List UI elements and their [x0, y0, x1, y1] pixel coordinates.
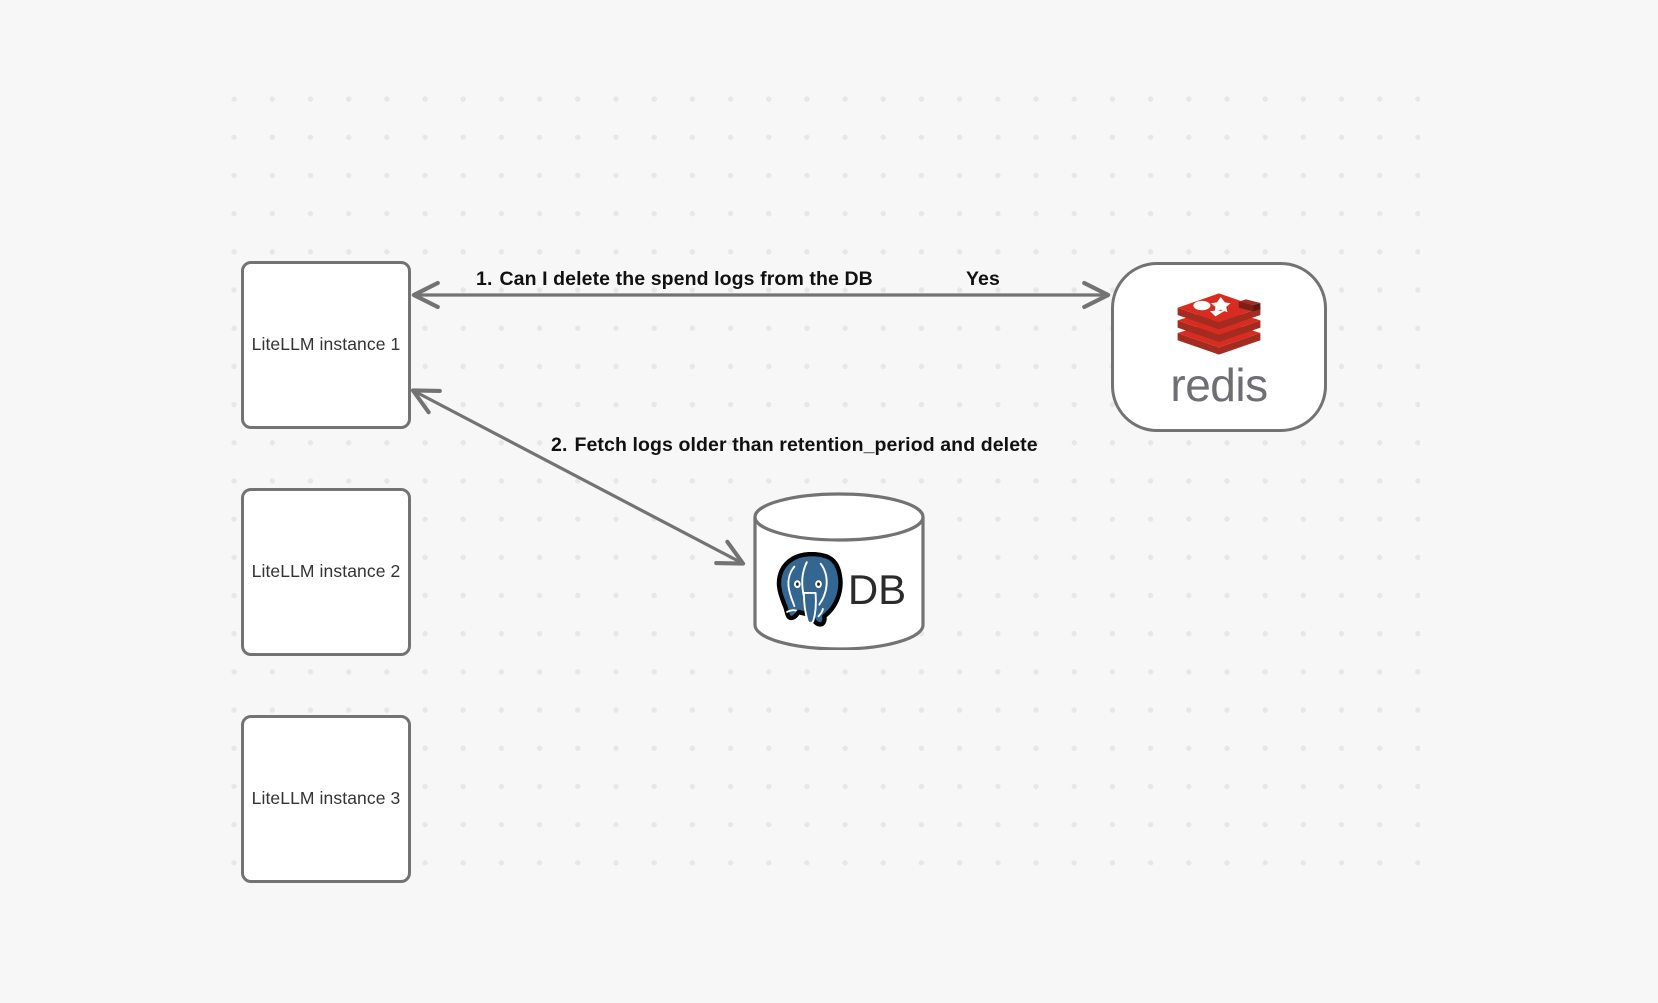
redis-wordmark: redis	[1170, 359, 1268, 411]
edge-label-step-1: 1. Can I delete the spend logs from the D…	[476, 268, 873, 291]
postgresql-elephant-icon	[776, 552, 843, 627]
edge-label-step-1-number: 1.	[476, 268, 493, 290]
db-label: DB	[847, 566, 907, 613]
node-litellm-instance-1[interactable]: LiteLLM instance 1	[241, 261, 411, 429]
node-litellm-instance-3-label: LiteLLM instance 3	[251, 788, 401, 809]
db-logo-and-label: DB	[752, 540, 926, 640]
node-db-postgres[interactable]: DB	[752, 492, 926, 650]
node-redis[interactable]: redis	[1111, 262, 1327, 432]
redis-logo-icon	[1177, 293, 1261, 355]
edge-litellm1-db	[410, 388, 746, 566]
node-litellm-instance-1-label: LiteLLM instance 1	[251, 334, 401, 355]
edge-label-step-2-text: Fetch logs older than retention_period a…	[574, 434, 1038, 456]
edge-label-step-1-text: Can I delete the spend logs from the DB	[499, 268, 873, 290]
node-litellm-instance-2-label: LiteLLM instance 2	[251, 561, 401, 582]
edge-label-step-1-answer: Yes	[966, 268, 1000, 290]
edge-label-step-2: 2. Fetch logs older than retention_period…	[551, 434, 1038, 457]
edge-label-step-2-number: 2.	[551, 434, 568, 456]
node-litellm-instance-2[interactable]: LiteLLM instance 2	[241, 488, 411, 656]
node-litellm-instance-3[interactable]: LiteLLM instance 3	[241, 715, 411, 883]
